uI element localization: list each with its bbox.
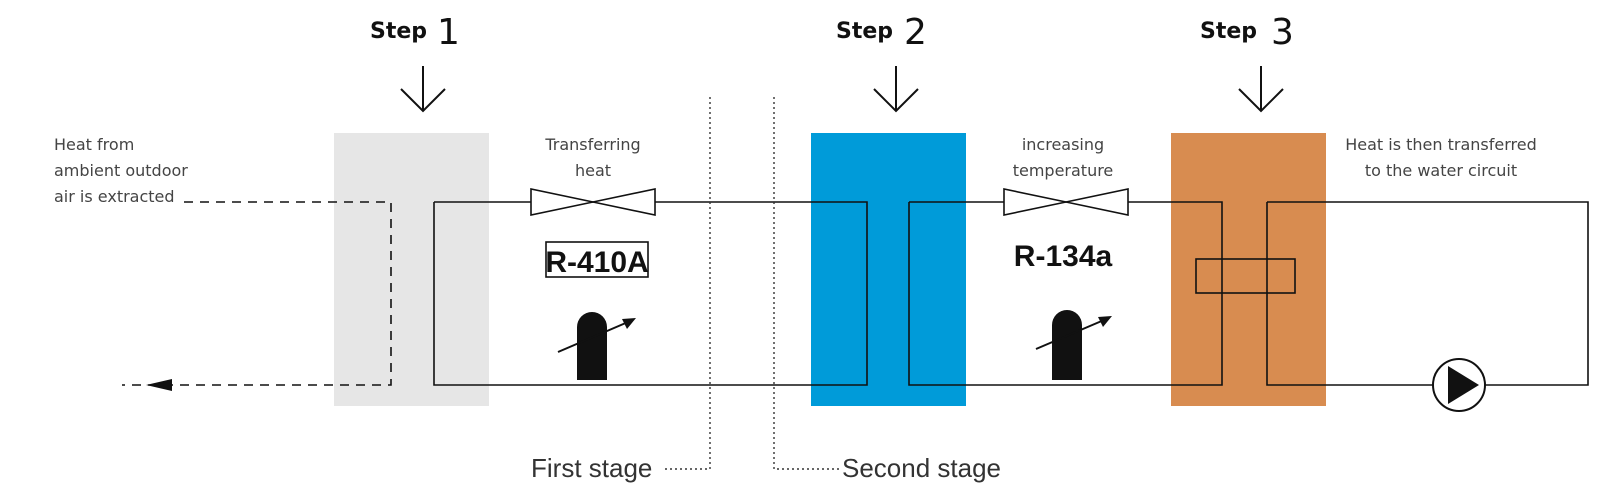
step-2-heading: Step 2 [836, 12, 927, 53]
svg-text:Heat from: Heat from [54, 135, 134, 154]
expansion-valve-icon [530, 188, 656, 216]
arrow-down-icon [1238, 66, 1284, 113]
svg-text:ambient outdoor: ambient outdoor [54, 161, 188, 180]
r410a-badge-border [545, 241, 649, 278]
refrigerant-first-label: R-410A [545, 246, 648, 279]
svg-text:increasing: increasing [1022, 135, 1104, 154]
expansion-valve-icon [1003, 188, 1129, 216]
heat-source-label: Heat from ambient outdoor air is extract… [54, 135, 188, 206]
svg-text:2: 2 [904, 12, 927, 53]
evaporator-block [334, 133, 489, 406]
intermediate-exchanger-block [811, 133, 966, 406]
svg-text:heat: heat [575, 161, 611, 180]
increasing-temperature-label: increasing temperature [1013, 135, 1114, 180]
first-stage-label: First stage [531, 453, 652, 483]
water-circuit-label: Heat is then transferred to the water ci… [1345, 135, 1537, 180]
pump-icon [1432, 358, 1486, 412]
svg-text:to the water circuit: to the water circuit [1365, 161, 1517, 180]
compressor-icon [1035, 310, 1112, 380]
refrigerant-second-label: R-134a [1014, 240, 1113, 273]
svg-text:temperature: temperature [1013, 161, 1114, 180]
compressor-icon [557, 312, 636, 380]
arrow-left-icon [146, 379, 172, 391]
condenser-block [1171, 133, 1326, 406]
svg-text:Transferring: Transferring [544, 135, 640, 154]
svg-text:Step: Step [370, 19, 427, 44]
first-stage-circuit [433, 201, 868, 386]
svg-text:Heat is then transferred: Heat is then transferred [1345, 135, 1537, 154]
svg-text:air is extracted: air is extracted [54, 187, 175, 206]
svg-text:1: 1 [437, 12, 460, 53]
arrow-down-icon [400, 66, 446, 113]
transfer-heat-label: Transferring heat [544, 135, 640, 180]
arrow-down-icon [873, 66, 919, 113]
svg-text:Step: Step [1200, 19, 1257, 44]
svg-text:Step: Step [836, 19, 893, 44]
ambient-air-flow [122, 201, 392, 386]
svg-text:3: 3 [1271, 12, 1294, 53]
step-1-heading: Step 1 [370, 12, 460, 53]
stage-divider [773, 97, 840, 470]
plate-exchanger-box [1195, 258, 1296, 294]
second-stage-label: Second stage [842, 453, 1001, 483]
water-circuit [1266, 201, 1589, 386]
step-3-heading: Step 3 [1200, 12, 1294, 53]
stage-divider [665, 97, 711, 470]
